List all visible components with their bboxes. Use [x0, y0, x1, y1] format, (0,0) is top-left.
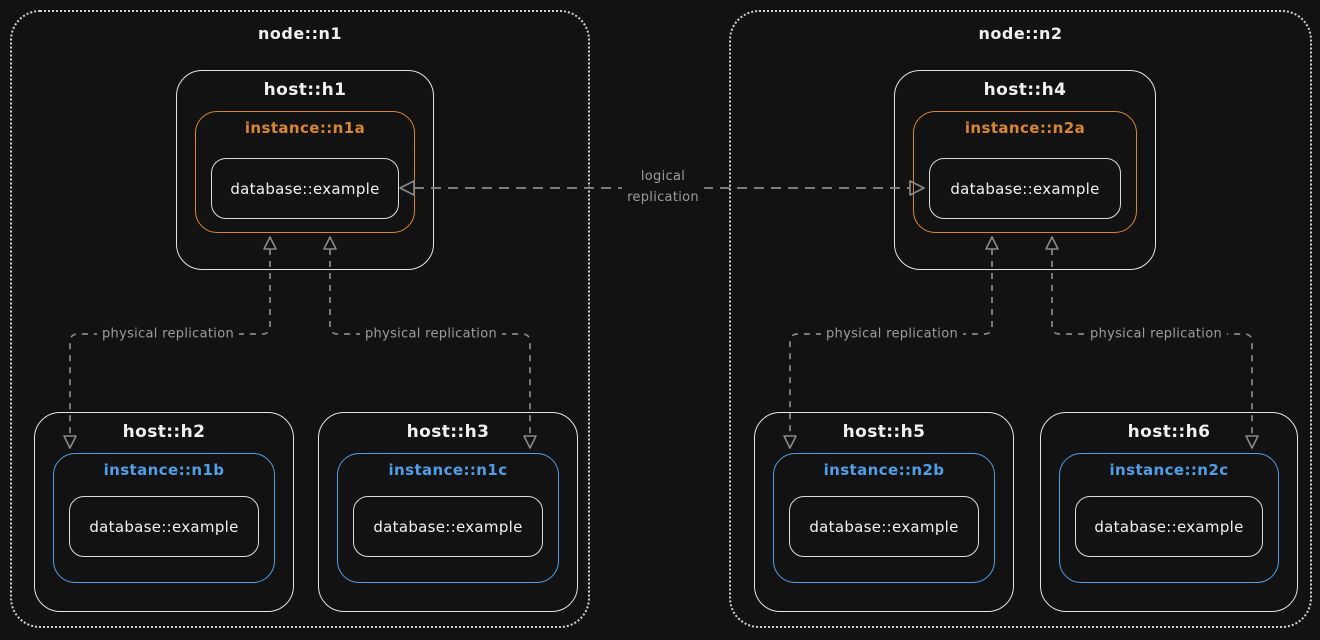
- host-h1-label: host::h1: [263, 80, 347, 100]
- host-h3-label: host::h3: [406, 422, 490, 442]
- database-n1c-label: database::example: [373, 517, 523, 536]
- physical-replication-label-1: physical replication: [97, 325, 239, 343]
- database-n2b-label: database::example: [809, 517, 959, 536]
- database-n2c-box: database::example: [1075, 496, 1263, 557]
- node-n2-label: node::n2: [978, 24, 1063, 43]
- instance-n2a-label: instance::n2a: [964, 119, 1086, 137]
- logical-replication-label-line2: replication: [627, 190, 699, 205]
- physical-replication-label-3: physical replication: [821, 325, 963, 343]
- database-n1b-label: database::example: [89, 517, 239, 536]
- logical-replication-label-line1: logical: [640, 169, 686, 185]
- host-h3-box: host::h3 instance::n1c database::example: [318, 412, 578, 612]
- host-h4-box: host::h4 instance::n2a database::example: [894, 70, 1156, 270]
- host-h2-box: host::h2 instance::n1b database::example: [34, 412, 294, 612]
- instance-n2c-box: instance::n2c database::example: [1059, 453, 1279, 583]
- host-h6-label: host::h6: [1127, 422, 1211, 442]
- database-n1a-label: database::example: [230, 179, 380, 198]
- physical-replication-label-4: physical replication: [1085, 325, 1227, 343]
- host-h5-label: host::h5: [842, 422, 926, 442]
- database-n1b-box: database::example: [69, 496, 259, 557]
- database-n1a-box: database::example: [211, 158, 399, 219]
- instance-n1b-box: instance::n1b database::example: [53, 453, 275, 583]
- instance-n2b-label: instance::n2b: [823, 461, 945, 479]
- database-n2a-box: database::example: [929, 158, 1121, 219]
- database-n2a-label: database::example: [950, 179, 1100, 198]
- logical-replication-label: logical replication: [622, 166, 704, 210]
- database-n2b-box: database::example: [789, 496, 979, 557]
- host-h5-box: host::h5 instance::n2b database::example: [754, 412, 1014, 612]
- node-n2-group: node::n2 host::h4 instance::n2a database…: [729, 10, 1312, 628]
- instance-n1a-box: instance::n1a database::example: [195, 111, 415, 233]
- instance-n1c-box: instance::n1c database::example: [337, 453, 559, 583]
- host-h6-box: host::h6 instance::n2c database::example: [1040, 412, 1298, 612]
- instance-n2b-box: instance::n2b database::example: [773, 453, 995, 583]
- host-h1-box: host::h1 instance::n1a database::example: [176, 70, 434, 270]
- database-n2c-label: database::example: [1094, 517, 1244, 536]
- instance-n2c-label: instance::n2c: [1109, 461, 1229, 479]
- node-n1-group: node::n1 host::h1 instance::n1a database…: [10, 10, 590, 628]
- instance-n1a-label: instance::n1a: [244, 119, 366, 137]
- database-n1c-box: database::example: [353, 496, 543, 557]
- physical-replication-label-2: physical replication: [360, 325, 502, 343]
- instance-n2a-box: instance::n2a database::example: [913, 111, 1137, 233]
- instance-n1c-label: instance::n1c: [388, 461, 508, 479]
- host-h2-label: host::h2: [122, 422, 206, 442]
- instance-n1b-label: instance::n1b: [103, 461, 225, 479]
- host-h4-label: host::h4: [983, 80, 1067, 100]
- node-n1-label: node::n1: [257, 24, 342, 43]
